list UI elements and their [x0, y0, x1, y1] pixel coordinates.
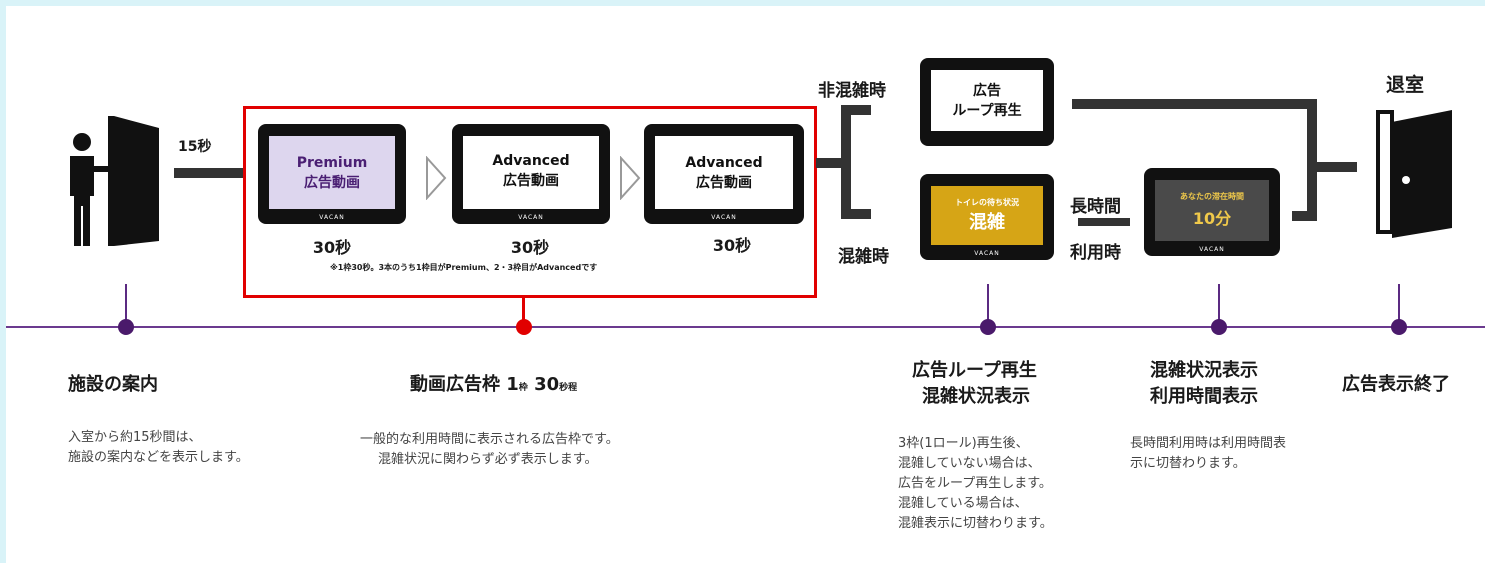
- crowded-label: 混雑時: [838, 247, 889, 267]
- long-use-label-line1: 長時間: [1070, 197, 1121, 217]
- screen2-duration: 30秒: [510, 238, 550, 257]
- connector-line: [174, 168, 244, 178]
- timeline-dot: [1391, 319, 1407, 335]
- milestone-desc-line: 長時間利用時は利用時間表: [1130, 436, 1287, 451]
- highlight-frame: [243, 106, 817, 298]
- timeline-tick: [987, 284, 989, 324]
- milestone-title-facility: 施設の案内: [68, 374, 158, 395]
- milestone-title-status: 混雑状況表示: [1150, 360, 1258, 381]
- flow-diagram: 15秒 Premium 広告動画 VACAN 30秒 Advanced 広告動画…: [6, 6, 1485, 563]
- crowded-status-screen: トイレの待ち状況 混雑 VACAN: [920, 174, 1054, 260]
- milestone-desc-line: 混雑表示に切替わります。: [898, 516, 1053, 531]
- screen3-duration: 30秒: [712, 236, 752, 255]
- timeline-dot: [118, 319, 134, 335]
- milestone-title-end: 広告表示終了: [1342, 374, 1450, 395]
- person-entering-door-icon: [70, 116, 159, 246]
- milestone-title-video-ads: 動画広告枠 1枠 30秒程: [410, 374, 578, 395]
- chevron-right-icon: [426, 156, 447, 200]
- milestone-desc-line: 入室から約15秒間は、: [68, 430, 202, 445]
- chevron-right-icon: [620, 156, 641, 200]
- milestone-desc-line: 混雑していない場合は、: [898, 456, 1041, 471]
- timeline-tick: [522, 298, 525, 326]
- branch-connector: [816, 105, 871, 219]
- timeline-dot-highlight: [516, 319, 532, 335]
- milestone-title-loop: 混雑状況表示: [922, 386, 1030, 407]
- milestone-desc-line: 示に切替わります。: [1130, 456, 1246, 471]
- milestone-desc-line: 混雑している場合は、: [898, 496, 1028, 511]
- exit-door-icon: [1376, 110, 1452, 238]
- entry-duration-label: 15秒: [178, 139, 212, 155]
- milestone-desc-line: 施設の案内などを表示します。: [68, 450, 249, 465]
- timeline-tick: [1398, 284, 1400, 324]
- milestone-title-status: 利用時間表示: [1150, 386, 1258, 407]
- timeline-tick: [125, 284, 127, 324]
- loop-playback-screen: 広告 ループ再生: [920, 58, 1054, 146]
- screen1-duration: 30秒: [312, 238, 352, 257]
- milestone-desc-line: 3枠(1ロール)再生後、: [898, 436, 1029, 451]
- usage-time-screen: あなたの滞在時間 10分 VACAN: [1144, 168, 1280, 256]
- exit-connector: [1072, 99, 1357, 221]
- milestone-desc-line: 広告をループ再生します。: [898, 476, 1052, 491]
- connector-line: [1078, 218, 1130, 226]
- uncrowded-label: 非混雑時: [818, 81, 886, 101]
- premium-ad-screen: Premium 広告動画 VACAN: [258, 124, 406, 224]
- exit-label: 退室: [1386, 74, 1425, 96]
- timeline-line: [6, 326, 1485, 328]
- milestone-desc-line: 一般的な利用時間に表示される広告枠です。: [360, 432, 619, 447]
- advanced-ad-screen-1: Advanced 広告動画 VACAN: [452, 124, 610, 224]
- slot-note: ※1枠30秒。3本のうち1枠目がPremium、2・3枠目がAdvancedです: [330, 263, 598, 272]
- timeline-dot: [980, 319, 996, 335]
- timeline-tick: [1218, 284, 1220, 324]
- timeline-dot: [1211, 319, 1227, 335]
- long-use-label-line2: 利用時: [1070, 243, 1121, 263]
- advanced-ad-screen-2: Advanced 広告動画 VACAN: [644, 124, 804, 224]
- milestone-desc-line: 混雑状況に関わらず必ず表示します。: [378, 452, 598, 467]
- milestone-title-loop: 広告ループ再生: [912, 360, 1037, 381]
